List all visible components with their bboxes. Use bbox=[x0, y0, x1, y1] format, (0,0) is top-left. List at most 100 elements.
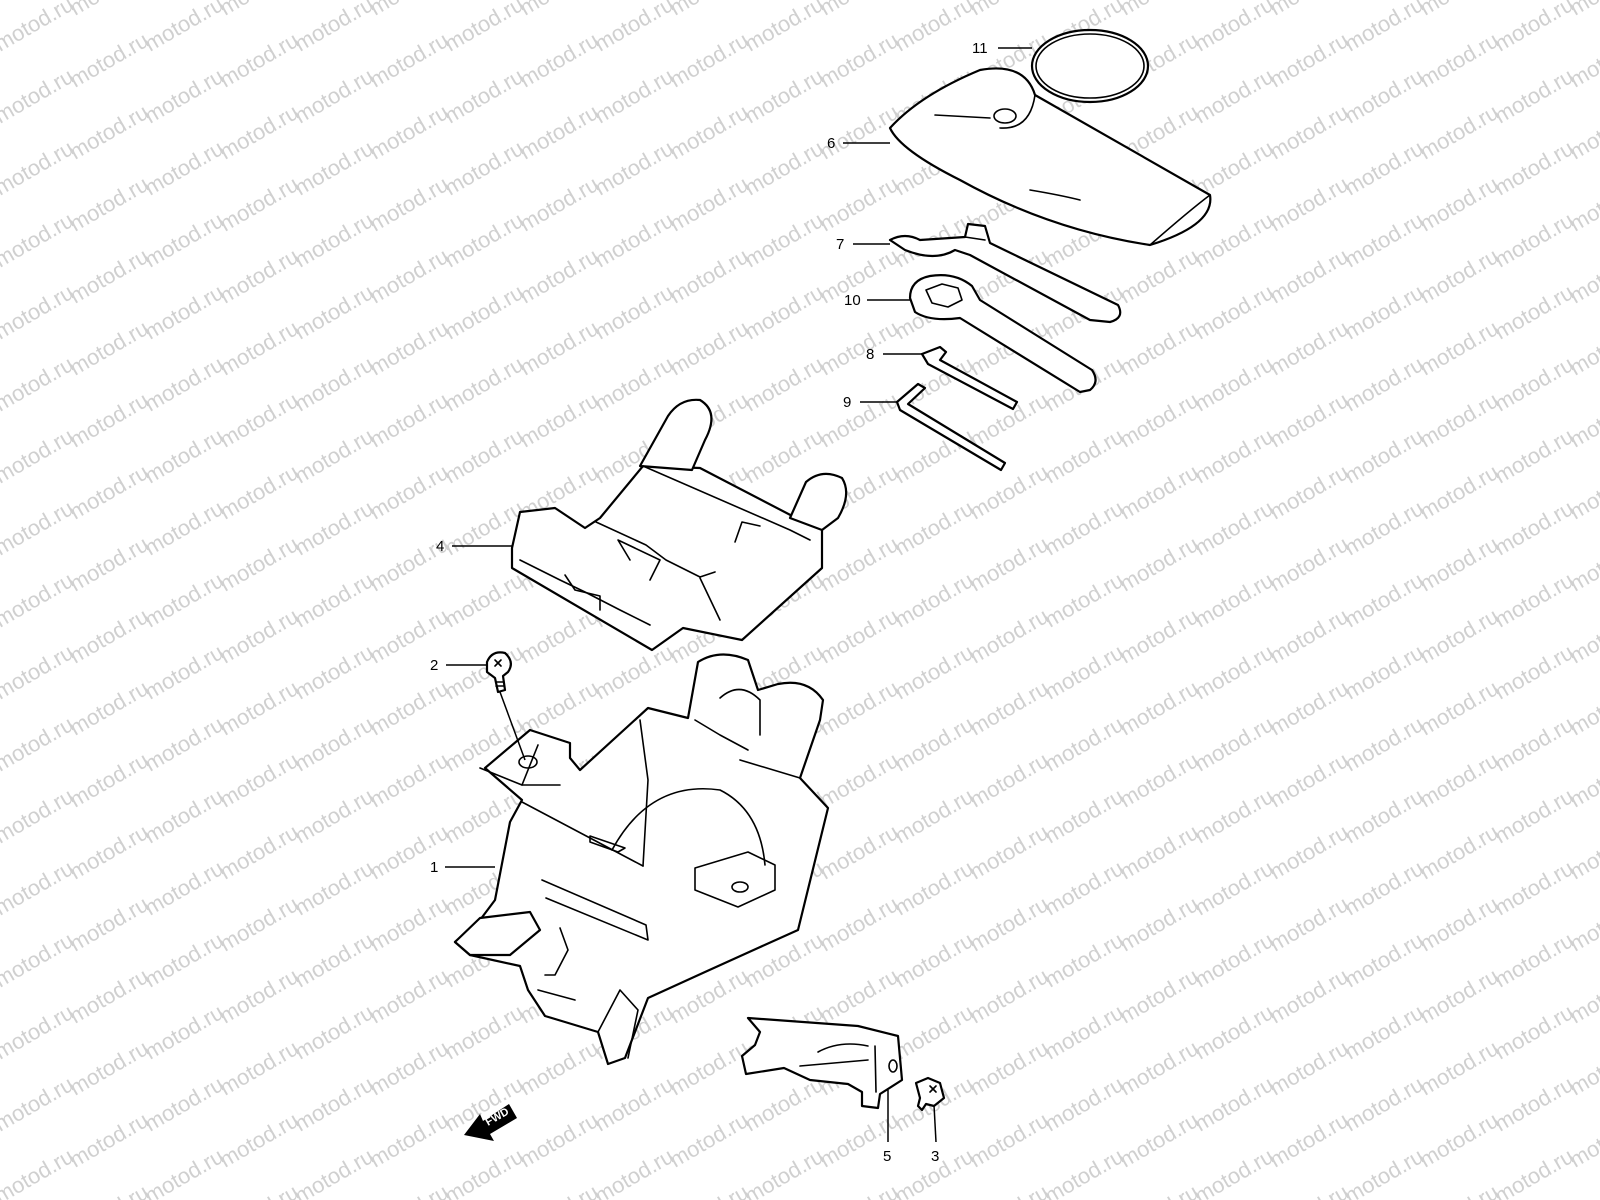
watermark-text: motod.ru bbox=[65, 747, 153, 812]
watermark-text: motod.ru bbox=[0, 639, 78, 704]
watermark-text: motod.ru bbox=[515, 387, 603, 452]
watermark-text: motod.ru bbox=[0, 999, 78, 1064]
watermark-text: motod.ru bbox=[515, 1107, 603, 1172]
watermark-text: motod.ru bbox=[1040, 999, 1128, 1064]
watermark-text: motod.ru bbox=[1265, 675, 1353, 740]
watermark-text: motod.ru bbox=[1115, 387, 1203, 452]
watermark-text: motod.ru bbox=[440, 423, 528, 488]
watermark-text: motod.ru bbox=[215, 675, 303, 740]
watermark-text: motod.ru bbox=[1490, 423, 1578, 488]
watermark-text: motod.ru bbox=[140, 1071, 228, 1136]
watermark-text: motod.ru bbox=[815, 891, 903, 956]
watermark-text: motod.ru bbox=[1040, 1143, 1128, 1200]
watermark-text: motod.ru bbox=[1415, 747, 1503, 812]
watermark-text: motod.ru bbox=[515, 315, 603, 380]
watermark-text: motod.ru bbox=[1415, 603, 1503, 668]
watermark-text: motod.ru bbox=[65, 603, 153, 668]
watermark-text: motod.ru bbox=[1115, 1035, 1203, 1100]
leader-lines bbox=[445, 47, 1032, 1143]
watermark-text: motod.ru bbox=[1115, 459, 1203, 524]
watermark-text: motod.ru bbox=[740, 279, 828, 344]
watermark-text: motod.ru bbox=[590, 135, 678, 200]
watermark-text: motod.ru bbox=[65, 1035, 153, 1100]
watermark-text: motod.ru bbox=[1265, 1035, 1353, 1100]
watermark-text: motod.ru bbox=[290, 351, 378, 416]
watermark-text: motod.ru bbox=[890, 0, 978, 56]
watermark-text: motod.ru bbox=[965, 0, 1053, 20]
watermark-text: motod.ru bbox=[365, 0, 453, 20]
watermark-text: motod.ru bbox=[815, 1179, 903, 1200]
callout-2: 2 bbox=[430, 657, 438, 674]
watermark-text: motod.ru bbox=[365, 315, 453, 380]
watermark-text: motod.ru bbox=[1190, 567, 1278, 632]
watermark-text: motod.ru bbox=[1340, 1071, 1428, 1136]
watermark-text: motod.ru bbox=[215, 243, 303, 308]
watermark-text: motod.ru bbox=[1265, 243, 1353, 308]
watermark-text: motod.ru bbox=[0, 0, 78, 56]
watermark-text: motod.ru bbox=[0, 783, 78, 848]
watermark-text: motod.ru bbox=[365, 27, 453, 92]
watermark-text: motod.ru bbox=[1340, 63, 1428, 128]
watermark-text: motod.ru bbox=[140, 999, 228, 1064]
watermark-text: motod.ru bbox=[215, 531, 303, 596]
watermark-text: motod.ru bbox=[440, 351, 528, 416]
watermark-text: motod.ru bbox=[1115, 1179, 1203, 1200]
watermark-text: motod.ru bbox=[665, 1179, 753, 1200]
watermark-text: motod.ru bbox=[1415, 387, 1503, 452]
watermark-text: motod.ru bbox=[1490, 0, 1578, 56]
watermark-text: motod.ru bbox=[515, 171, 603, 236]
part-5-bracket bbox=[740, 1016, 904, 1110]
watermark-text: motod.ru bbox=[1415, 531, 1503, 596]
watermark-text: motod.ru bbox=[65, 171, 153, 236]
watermark-text: motod.ru bbox=[890, 927, 978, 992]
watermark-text: motod.ru bbox=[1190, 495, 1278, 560]
watermark-text: motod.ru bbox=[1340, 495, 1428, 560]
watermark-text: motod.ru bbox=[590, 63, 678, 128]
watermark-text: motod.ru bbox=[740, 1143, 828, 1200]
watermark-text: motod.ru bbox=[65, 675, 153, 740]
watermark-text: motod.ru bbox=[440, 279, 528, 344]
watermark-text: motod.ru bbox=[1415, 1035, 1503, 1100]
watermark-text: motod.ru bbox=[665, 171, 753, 236]
watermark-text: motod.ru bbox=[815, 315, 903, 380]
watermark-text: motod.ru bbox=[1415, 1107, 1503, 1172]
watermark-text: motod.ru bbox=[890, 711, 978, 776]
part-8-hex-key bbox=[920, 345, 1019, 411]
watermark-text: motod.ru bbox=[1190, 639, 1278, 704]
watermark-text: motod.ru bbox=[215, 747, 303, 812]
watermark-text: motod.ru bbox=[1490, 207, 1578, 272]
watermark-text: motod.ru bbox=[1265, 459, 1353, 524]
watermark-text: motod.ru bbox=[140, 855, 228, 920]
watermark-text: motod.ru bbox=[1040, 639, 1128, 704]
watermark-text: motod.ru bbox=[1340, 567, 1428, 632]
watermark-text: motod.ru bbox=[965, 459, 1053, 524]
watermark-text: motod.ru bbox=[215, 603, 303, 668]
watermark-text: motod.ru bbox=[1190, 423, 1278, 488]
watermark-text: motod.ru bbox=[1265, 99, 1353, 164]
watermark-text: motod.ru bbox=[740, 63, 828, 128]
watermark-text: motod.ru bbox=[140, 207, 228, 272]
watermark-text: motod.ru bbox=[0, 1071, 78, 1136]
watermark-text: motod.ru bbox=[1415, 27, 1503, 92]
watermark-text: motod.ru bbox=[65, 0, 153, 20]
watermark-text: motod.ru bbox=[1265, 1179, 1353, 1200]
watermark-text: motod.ru bbox=[1265, 27, 1353, 92]
watermark-text: motod.ru bbox=[0, 495, 78, 560]
watermark-text: motod.ru bbox=[1340, 999, 1428, 1064]
watermark-text: motod.ru bbox=[140, 1143, 228, 1200]
watermark-text: motod.ru bbox=[1115, 891, 1203, 956]
watermark-text: motod.ru bbox=[215, 315, 303, 380]
watermark-text: motod.ru bbox=[290, 1071, 378, 1136]
watermark-text: motod.ru bbox=[1190, 783, 1278, 848]
watermark-text: motod.ru bbox=[1265, 315, 1353, 380]
watermark-text: motod.ru bbox=[1115, 243, 1203, 308]
watermark-text: motod.ru bbox=[965, 963, 1053, 1028]
watermark-text: motod.ru bbox=[215, 963, 303, 1028]
watermark-text: motod.ru bbox=[0, 0, 3, 20]
watermark-text: motod.ru bbox=[290, 639, 378, 704]
watermark-text: motod.ru bbox=[365, 675, 453, 740]
watermark-text: motod.ru bbox=[1115, 0, 1203, 20]
watermark-text: motod.ru bbox=[1340, 639, 1428, 704]
watermark-text: motod.ru bbox=[290, 927, 378, 992]
